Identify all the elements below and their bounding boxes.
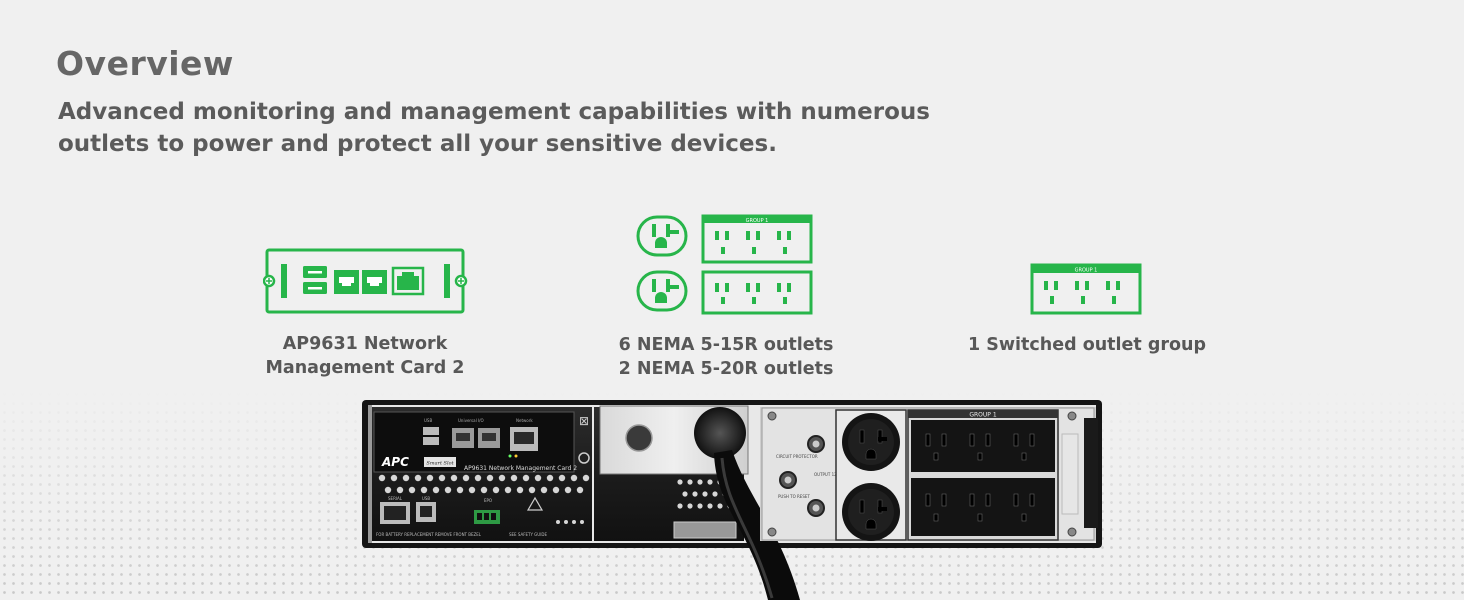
network-card-caption: AP9631 Network Management Card 2 xyxy=(265,334,465,378)
battery-note: FOR BATTERY REPLACEMENT REMOVE FRONT BEZ… xyxy=(376,532,482,537)
page-title: Overview xyxy=(56,44,234,83)
epo-label: EPO xyxy=(484,498,492,503)
switched-outlet-caption: 1 Switched outlet group xyxy=(967,335,1207,355)
svg-text:⊠: ⊠ xyxy=(579,414,589,428)
group-label: GROUP 1 xyxy=(969,412,996,419)
smart-slot-label: Smart Slot xyxy=(426,461,454,467)
switched-group-label: GROUP 1 xyxy=(1075,268,1098,274)
outlet-group-label: GROUP 1 xyxy=(746,218,769,224)
apc-logo: APC xyxy=(381,455,409,469)
usb-port-label: USB xyxy=(424,418,432,423)
circuit-label: CIRCUIT PROTECTOR xyxy=(776,454,818,459)
universal-io-label: Universal I/O xyxy=(458,418,484,423)
card-label: AP9631 Network Management Card 2 xyxy=(464,465,577,472)
ups-rear-panel-image: APC Smart Slot AP9631 Network Management… xyxy=(362,400,1102,600)
page-subtitle: Advanced monitoring and management capab… xyxy=(58,99,930,157)
switched-outlet-group-icon: GROUP 1 xyxy=(1030,263,1142,315)
network-card-icon xyxy=(263,248,468,314)
usb-label: USB xyxy=(422,496,430,501)
outlets-caption: 6 NEMA 5-15R outlets 2 NEMA 5-20R outlet… xyxy=(618,335,834,379)
output-label: OUTPUT 120V xyxy=(814,472,842,477)
reset-label: PUSH TO RESET xyxy=(778,494,810,499)
outlets-icon: GROUP 1 xyxy=(636,214,813,315)
serial-label: SERIAL xyxy=(388,496,403,501)
safety-note: SEE SAFETY GUIDE xyxy=(509,532,547,537)
network-port-label: Network xyxy=(516,418,533,423)
